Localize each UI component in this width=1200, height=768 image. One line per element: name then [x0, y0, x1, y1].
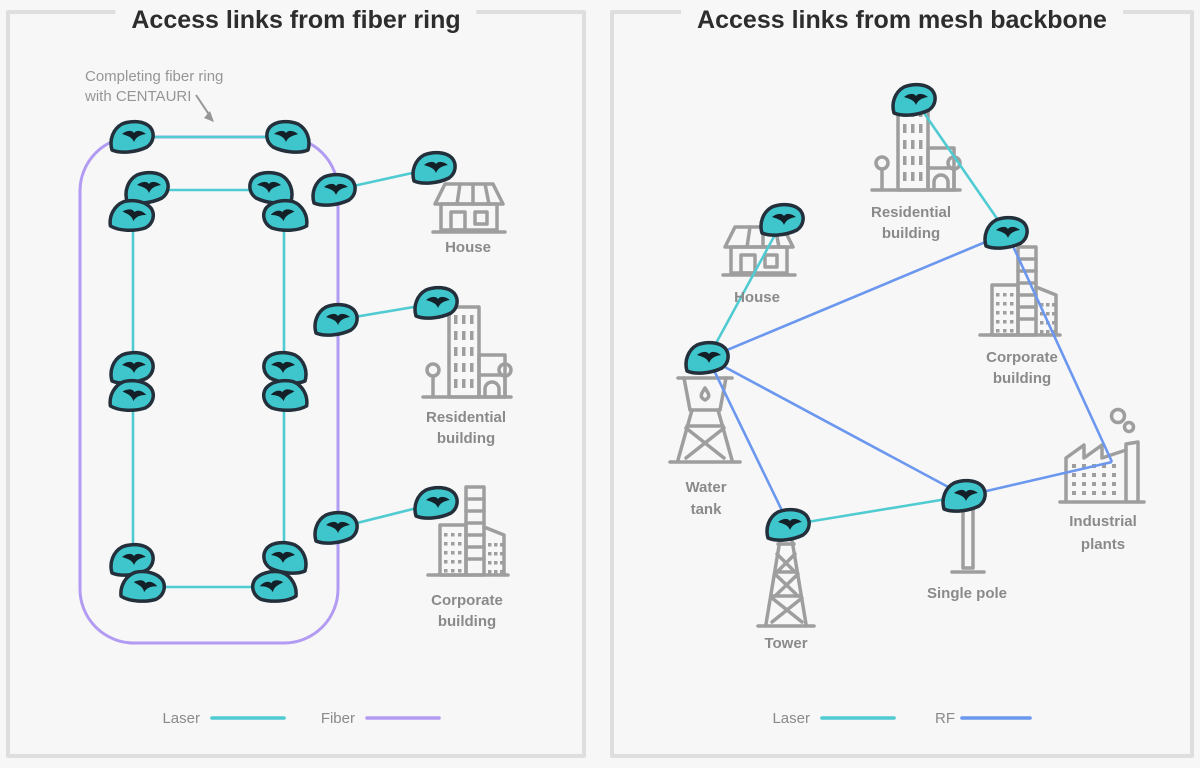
- centauri-device-icon: [313, 510, 359, 545]
- legend-fiber-label: Fiber: [321, 710, 355, 727]
- tower-icon: [756, 538, 816, 628]
- centauri-device-icon: [124, 170, 170, 205]
- residential-label-line2: building: [882, 225, 940, 242]
- legend-item-fiber: Fiber: [321, 710, 441, 727]
- annotation-line1: Completing fiber ring: [85, 68, 223, 85]
- mesh-backbone-panel-title: Access links from mesh backbone: [681, 4, 1123, 36]
- annotation-arrow: [195, 94, 211, 117]
- corporate-label-line2: building: [993, 370, 1051, 387]
- legend-rf-label: RF: [935, 710, 955, 727]
- legend-item-laser: Laser: [772, 710, 896, 727]
- centauri-device-icon: [759, 202, 805, 237]
- centauri-device-icon: [265, 119, 311, 154]
- centauri-device-icon: [765, 507, 811, 542]
- residential-label-line2: building: [437, 430, 495, 447]
- laser-link: [706, 219, 785, 359]
- house-icon: [431, 182, 507, 234]
- laser-link: [913, 99, 1009, 234]
- water-tank-label-line2: tank: [691, 501, 723, 518]
- fiber-ring-panel-title: Access links from fiber ring: [115, 4, 477, 36]
- rf-link: [707, 231, 1008, 360]
- rf-link: [707, 356, 966, 498]
- laser-link: [788, 494, 966, 527]
- centauri-devices: [684, 82, 1029, 542]
- single-pole-label: Single pole: [927, 585, 1007, 602]
- centauri-device-icon: [248, 170, 294, 205]
- rf-links: [706, 231, 1114, 526]
- industrial-label-line1: Industrial: [1069, 513, 1137, 530]
- mesh-backbone-panel: Access links from mesh backbone: [610, 4, 1194, 758]
- centauri-device-icon: [262, 350, 308, 385]
- centauri-device-icon: [891, 82, 937, 117]
- corporate-label-line1: Corporate: [431, 592, 503, 609]
- legend-item-laser: Laser: [162, 710, 286, 727]
- house-label: House: [734, 289, 780, 306]
- rf-link: [1005, 232, 1114, 463]
- industrial-label-line2: plants: [1081, 536, 1125, 553]
- rf-link: [964, 460, 1113, 498]
- centauri-device-icon: [941, 478, 987, 513]
- rf-link: [706, 357, 791, 526]
- legend-laser-label: Laser: [162, 710, 200, 727]
- tower-label: Tower: [764, 635, 807, 652]
- legend-item-rf: RF: [935, 710, 1032, 727]
- fiber-ring-panel: Access links from fiber ring: [6, 4, 586, 758]
- centauri-device-icon: [684, 340, 730, 375]
- legend-laser-label: Laser: [772, 710, 810, 727]
- residential-label-line1: Residential: [871, 204, 951, 221]
- water-tank-icon: [668, 376, 742, 464]
- centauri-device-icon: [109, 119, 155, 154]
- centauri-device-icon: [109, 350, 155, 385]
- mesh-backbone-diagram: Residential building House Corporate bui…: [668, 82, 1146, 727]
- centauri-device-icon: [411, 150, 457, 185]
- centauri-device-icon: [983, 215, 1029, 250]
- annotation-line2: with CENTAURI: [84, 88, 191, 105]
- residential-label-line1: Residential: [426, 409, 506, 426]
- laser-links: [706, 99, 1009, 527]
- fiber-ring-diagram: Completing fiber ring with CENTAURI: [78, 68, 513, 727]
- centauri-device-icon: [311, 172, 357, 207]
- centauri-device-icon: [262, 540, 308, 575]
- centauri-device-icon: [413, 485, 459, 520]
- residential-building-icon: [421, 305, 513, 399]
- centauri-device-icon: [313, 302, 359, 337]
- annotation-arrowhead: [204, 111, 214, 122]
- corporate-label-line2: building: [438, 613, 496, 630]
- house-label: House: [445, 239, 491, 256]
- industrial-plants-icon: [1058, 407, 1146, 504]
- water-tank-label-line1: Water: [685, 479, 726, 496]
- centauri-device-icon: [413, 285, 459, 320]
- corporate-label-line1: Corporate: [986, 349, 1058, 366]
